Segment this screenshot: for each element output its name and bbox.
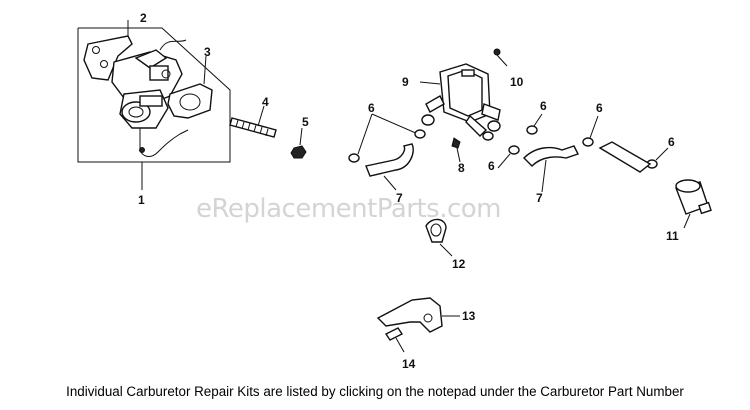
callout-6d: 6	[596, 101, 603, 115]
part-4-stud[interactable]	[229, 105, 277, 138]
callout-6a: 6	[368, 101, 375, 115]
repair-kit-footer-note: Individual Carburetor Repair Kits are li…	[66, 384, 684, 399]
callout-8: 8	[458, 161, 465, 175]
callout-3: 3	[204, 45, 211, 59]
part-6-clamp-c[interactable]	[497, 145, 520, 169]
part-6-clamp-a[interactable]	[348, 113, 419, 163]
part-6-clamp-b[interactable]	[414, 129, 426, 139]
callout-13: 13	[462, 309, 476, 323]
callout-6e: 6	[668, 135, 675, 149]
callout-11: 11	[666, 229, 679, 243]
part-5-nut[interactable]	[290, 127, 307, 159]
part-10-screw[interactable]	[493, 48, 508, 67]
callout-14: 14	[402, 357, 416, 371]
callout-12: 12	[452, 257, 466, 271]
part-9-fuel-pump[interactable]	[419, 63, 501, 141]
part-6-clamp-f[interactable]	[646, 147, 669, 169]
callout-9: 9	[402, 75, 409, 89]
part-7-fuel-line-right[interactable]	[598, 141, 652, 173]
part-7-fuel-line-middle[interactable]	[523, 145, 579, 193]
part-8-screw[interactable]	[451, 137, 461, 163]
part-12-clip[interactable]	[425, 218, 453, 257]
callout-2: 2	[140, 11, 147, 25]
callout-7b: 7	[536, 191, 543, 205]
watermark-text: eReplacementParts.com	[196, 194, 501, 224]
part-6-clamp-e[interactable]	[582, 115, 599, 147]
callout-10: 10	[510, 75, 524, 89]
part-7-fuel-line-left[interactable]	[365, 143, 414, 191]
carburetor-assembly-bracket	[77, 27, 231, 190]
callout-6b: 6	[488, 159, 495, 173]
part-13-bracket[interactable]	[376, 297, 460, 333]
part-3-gasket[interactable]	[167, 55, 213, 119]
callout-6c: 6	[540, 99, 547, 113]
part-11-fuel-filter[interactable]	[675, 179, 712, 229]
part-6-clamp-d[interactable]	[526, 113, 543, 135]
callout-7a: 7	[396, 191, 403, 205]
callout-4: 4	[262, 95, 269, 109]
part-14-screw[interactable]	[384, 327, 405, 353]
callout-1: 1	[138, 193, 145, 207]
callout-5: 5	[302, 115, 309, 129]
